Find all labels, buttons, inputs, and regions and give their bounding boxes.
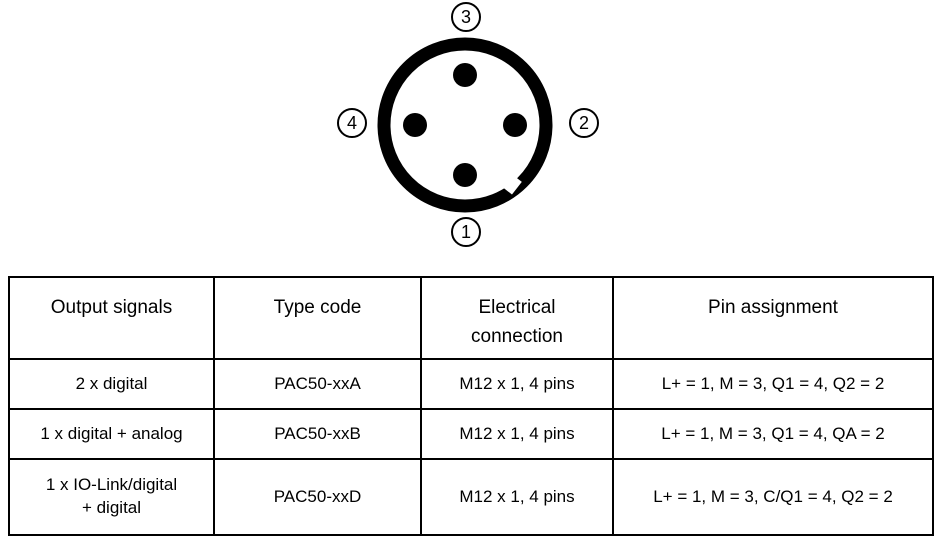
table-row: 2 x digital PAC50-xxA M12 x 1, 4 pins L+… (8, 358, 934, 410)
pin-3-dot (453, 63, 477, 87)
table-header-row: Output signals Type code Electrical conn… (8, 276, 934, 360)
cell-pin-assignment: L+ = 1, M = 3, Q1 = 4, QA = 2 (612, 408, 934, 460)
header-type-code: Type code (213, 276, 422, 360)
pin-4-dot (403, 113, 427, 137)
cell-electrical: M12 x 1, 4 pins (420, 458, 614, 536)
cell-output-signals: 1 x digital + analog (8, 408, 215, 460)
cell-type-code: PAC50-xxB (213, 408, 422, 460)
connector-keying-notch (499, 172, 522, 195)
pin-label-2: 2 (569, 108, 599, 138)
pin-2-dot (503, 113, 527, 137)
pin-label-1: 1 (451, 217, 481, 247)
cell-type-code: PAC50-xxA (213, 358, 422, 410)
pin-1-dot (453, 163, 477, 187)
cell-electrical: M12 x 1, 4 pins (420, 358, 614, 410)
cell-output-signals: 2 x digital (8, 358, 215, 410)
table-row: 1 x digital + analog PAC50-xxB M12 x 1, … (8, 408, 934, 460)
connector-ring (377, 37, 553, 213)
cell-pin-assignment: L+ = 1, M = 3, C/Q1 = 4, Q2 = 2 (612, 458, 934, 536)
pin-assignment-table: Output signals Type code Electrical conn… (8, 276, 934, 536)
header-pin-assignment: Pin assignment (612, 276, 934, 360)
m12-connector-icon (377, 37, 553, 213)
table-row: 1 x IO-Link/digital + digital PAC50-xxD … (8, 458, 934, 536)
connector-diagram: 3 2 4 1 (0, 0, 940, 268)
pin-label-4: 4 (337, 108, 367, 138)
cell-output-signals: 1 x IO-Link/digital + digital (8, 458, 215, 536)
header-electrical-connection: Electrical connection (420, 276, 614, 360)
cell-type-code: PAC50-xxD (213, 458, 422, 536)
cell-pin-assignment: L+ = 1, M = 3, Q1 = 4, Q2 = 2 (612, 358, 934, 410)
cell-electrical: M12 x 1, 4 pins (420, 408, 614, 460)
header-output-signals: Output signals (8, 276, 215, 360)
pin-label-3: 3 (451, 2, 481, 32)
